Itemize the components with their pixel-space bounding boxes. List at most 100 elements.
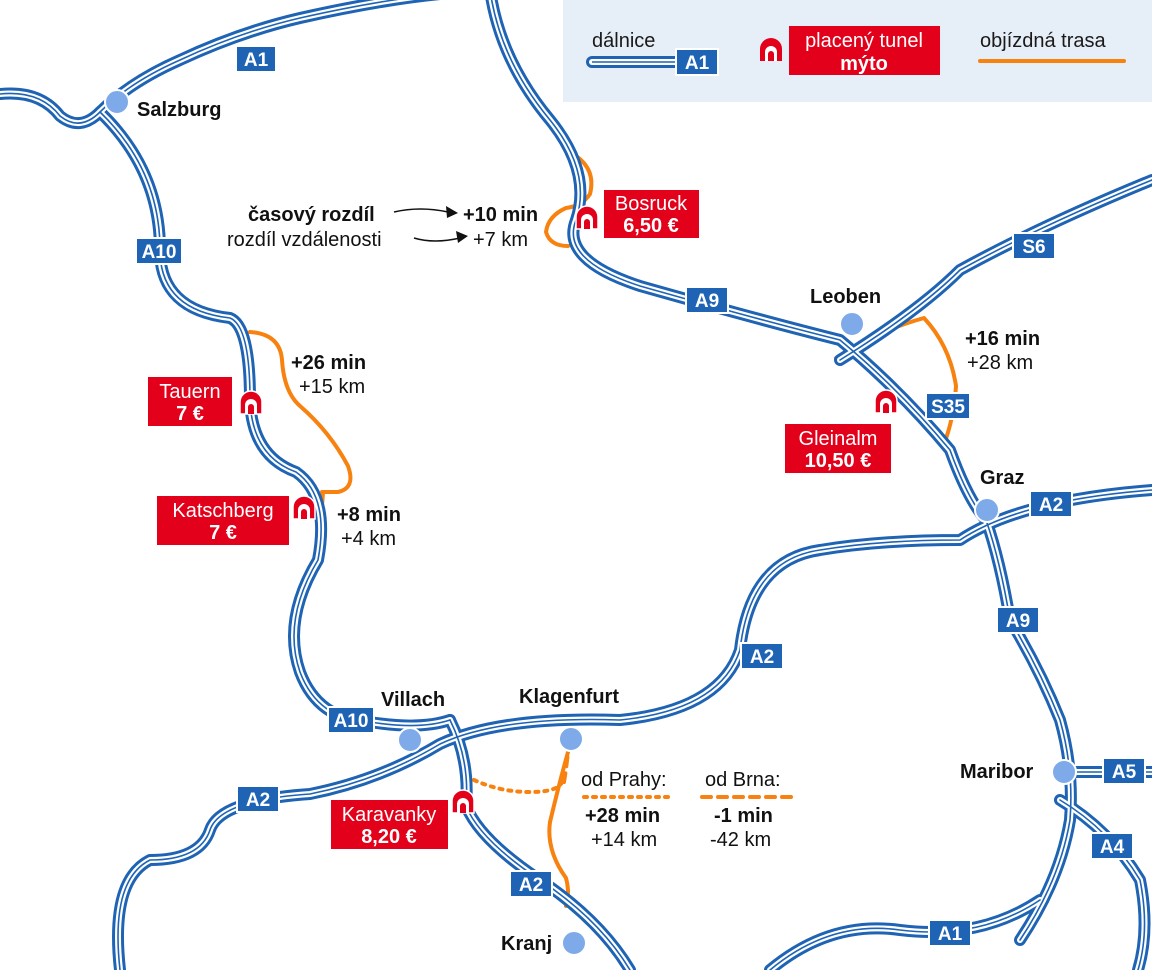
- explanation-key: časový rozdíl rozdíl vzdálenosti: [227, 204, 468, 251]
- diff-gleinalm-dist: +28 km: [967, 352, 1033, 374]
- city-dot-icon: [397, 727, 423, 753]
- diff-karavanky-praha-dist: +14 km: [591, 829, 657, 851]
- diff-katschberg-time: +8 min: [337, 504, 401, 526]
- tunnel-icon: [451, 789, 475, 814]
- tunnel-icon: [575, 205, 599, 230]
- diff-karavanky-praha-time: +28 min: [585, 805, 660, 827]
- shield-a5: A5: [1102, 757, 1146, 785]
- toll-gleinalm-name: Gleinalm: [799, 428, 878, 450]
- city-klagenfurt: Klagenfurt: [519, 686, 619, 708]
- svg-text:A2: A2: [519, 875, 543, 896]
- shield-a2-graz: A2: [1029, 490, 1073, 518]
- diff-tauern-dist: +15 km: [299, 376, 365, 398]
- city-dot-icon: [1051, 759, 1077, 785]
- toll-bosruck: Bosruck 6,50 €: [604, 190, 699, 238]
- legend-toll-sub: mýto: [840, 53, 888, 75]
- arrow-icon: [456, 231, 468, 243]
- road-shields: A1 A10 A10 A9 A9 S6 S35 A2 A2 A2 A2 A5 A…: [135, 45, 1146, 947]
- legend-tunnel-icon: [760, 38, 782, 61]
- tunnel-icon: [239, 390, 263, 415]
- shield-a2-slovenia: A2: [509, 870, 553, 898]
- diff-bosruck-time: +10 min: [463, 204, 538, 226]
- detour-tauern: [248, 330, 353, 494]
- svg-text:A10: A10: [142, 242, 177, 263]
- legend-motorway-label: dálnice: [592, 30, 655, 52]
- city-kranj: Kranj: [501, 933, 552, 955]
- shield-a2-mid: A2: [740, 642, 784, 670]
- toll-bosruck-name: Bosruck: [615, 193, 688, 215]
- toll-karavanky-name: Karavanky: [342, 804, 437, 826]
- svg-text:A4: A4: [1100, 837, 1125, 858]
- shield-a9-mid: A9: [685, 286, 729, 314]
- toll-katschberg: Katschberg 7 €: [157, 496, 289, 545]
- city-villach: Villach: [381, 689, 445, 711]
- legend: dálnice A1 placený tunel mýto objízdná t…: [563, 0, 1152, 102]
- svg-text:A5: A5: [1112, 762, 1137, 783]
- svg-text:A9: A9: [1006, 611, 1030, 632]
- svg-text:A2: A2: [1039, 495, 1063, 516]
- shield-s6: S6: [1012, 232, 1056, 260]
- explain-time-label: časový rozdíl: [248, 204, 375, 226]
- legend-toll-box: [789, 26, 940, 75]
- legend-motorway-shield: A1: [675, 48, 719, 76]
- city-salzburg: Salzburg: [137, 99, 221, 121]
- detour-differences: +10 min +7 km +26 min +15 km +8 min +4 k…: [291, 204, 1040, 851]
- toll-labels: Bosruck 6,50 € Tauern 7 € Katschberg 7 €…: [148, 190, 891, 849]
- shield-a2-west: A2: [236, 785, 280, 813]
- svg-text:A9: A9: [695, 291, 719, 312]
- diff-karavanky-brno-time: -1 min: [714, 805, 773, 827]
- cities: Salzburg Leoben Graz Villach Klagenfurt …: [104, 89, 1077, 956]
- diff-karavanky-praha-from: od Prahy:: [581, 769, 667, 791]
- shield-a1-north: A1: [235, 45, 277, 73]
- city-maribor: Maribor: [960, 761, 1034, 783]
- shield-a9-south: A9: [996, 606, 1040, 634]
- shield-s35: S35: [925, 392, 971, 420]
- svg-text:S35: S35: [931, 397, 965, 418]
- svg-text:A10: A10: [334, 711, 369, 732]
- detour-karavanky-praha: [472, 778, 564, 794]
- toll-tauern: Tauern 7 €: [148, 377, 232, 426]
- explain-distance-label: rozdíl vzdálenosti: [227, 229, 382, 251]
- svg-text:S6: S6: [1022, 237, 1045, 258]
- city-dot-icon: [974, 497, 1000, 523]
- detour-bosruck: [544, 154, 594, 248]
- diff-bosruck-dist: +7 km: [473, 229, 528, 251]
- diff-karavanky-brno-dist: -42 km: [710, 829, 771, 851]
- shield-a10-south: A10: [327, 706, 375, 734]
- city-leoben: Leoben: [810, 286, 881, 308]
- toll-tauern-price: 7 €: [176, 403, 204, 425]
- city-dot-icon: [558, 726, 584, 752]
- svg-text:A1: A1: [685, 53, 710, 74]
- city-dot-icon: [104, 89, 130, 115]
- toll-karavanky-price: 8,20 €: [361, 826, 417, 848]
- toll-karavanky: Karavanky 8,20 €: [331, 800, 448, 849]
- city-dot-icon: [839, 311, 865, 337]
- tunnels: [239, 205, 898, 814]
- arrow-icon: [446, 206, 458, 218]
- detour-karavanky-split: [562, 750, 570, 784]
- toll-katschberg-name: Katschberg: [172, 500, 273, 522]
- toll-tauern-name: Tauern: [159, 381, 220, 403]
- legend-detour-label: objízdná trasa: [980, 30, 1107, 52]
- tunnel-icon: [874, 389, 898, 414]
- shield-a4: A4: [1090, 832, 1134, 860]
- diff-karavanky-brno-from: od Brna:: [705, 769, 781, 791]
- toll-bosruck-price: 6,50 €: [623, 215, 679, 237]
- diff-tauern-time: +26 min: [291, 352, 366, 374]
- detour-karavanky-brno: [547, 743, 572, 908]
- city-graz: Graz: [980, 467, 1024, 489]
- svg-text:A2: A2: [750, 647, 774, 668]
- toll-katschberg-price: 7 €: [209, 522, 237, 544]
- diff-gleinalm-time: +16 min: [965, 328, 1040, 350]
- toll-gleinalm: Gleinalm 10,50 €: [785, 424, 891, 473]
- svg-text:A1: A1: [244, 50, 269, 71]
- toll-gleinalm-price: 10,50 €: [805, 450, 872, 472]
- city-dot-icon: [561, 930, 587, 956]
- diff-katschberg-dist: +4 km: [341, 528, 396, 550]
- svg-text:A2: A2: [246, 790, 270, 811]
- tunnel-icon: [292, 495, 316, 520]
- arrow-icon: [393, 208, 461, 242]
